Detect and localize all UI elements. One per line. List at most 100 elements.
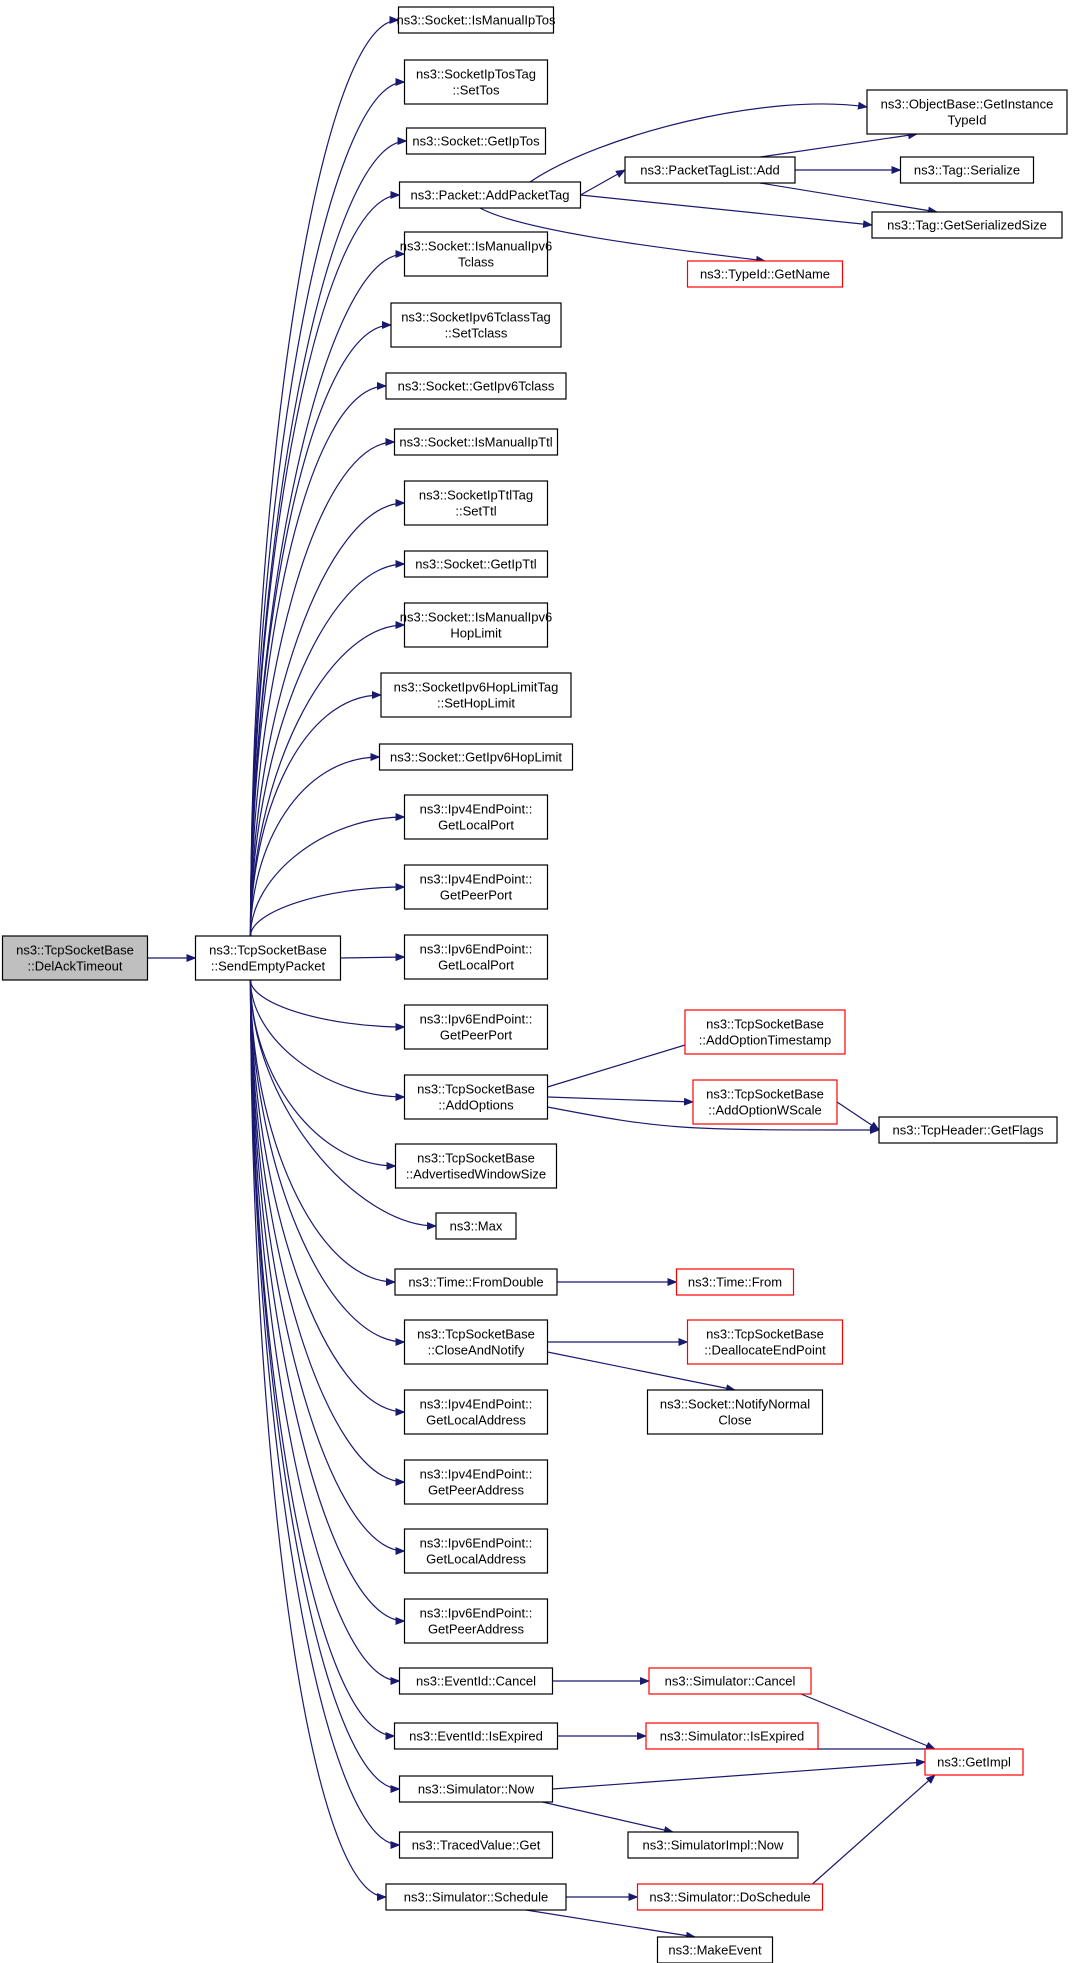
edge-ptladd-to-taggss bbox=[759, 182, 938, 215]
node-label: ::AddOptions bbox=[438, 1098, 514, 1113]
node-addws[interactable]: ns3::TcpSocketBase::AddOptionWScale bbox=[692, 1079, 838, 1125]
edge-sep-to-ip6pa bbox=[249, 979, 406, 1625]
node-label: ns3::SocketIpv6HopLimitTag bbox=[394, 680, 559, 695]
node-box bbox=[398, 181, 582, 209]
node-settc[interactable]: ns3::SocketIpv6TclassTag::SetTclass bbox=[390, 302, 562, 348]
node-addts[interactable]: ns3::TcpSocketBase::AddOptionTimestamp bbox=[684, 1009, 846, 1055]
node-ip6pa[interactable]: ns3::Ipv6EndPoint::GetPeerAddress bbox=[403, 1598, 549, 1644]
node-sethl[interactable]: ns3::SocketIpv6HopLimitTag::SetHopLimit bbox=[380, 672, 572, 718]
node-label: ns3::Socket::IsManualIpv6 bbox=[400, 610, 552, 625]
node-label: ns3::Tag::Serialize bbox=[914, 163, 1020, 178]
node-box bbox=[1, 935, 149, 981]
node-label: Close bbox=[718, 1413, 751, 1428]
node-ismip[interactable]: ns3::Socket::IsManualIpTos bbox=[397, 6, 556, 34]
node-box bbox=[403, 1389, 549, 1435]
node-label: ns3::TcpSocketBase bbox=[706, 1017, 824, 1032]
node-makeevent[interactable]: ns3::MakeEvent bbox=[656, 1936, 774, 1963]
node-settos[interactable]: ns3::SocketIpTosTag::SetTos bbox=[403, 59, 549, 105]
edge-sep-to-ismip bbox=[249, 16, 400, 937]
edge-sep-to-ip4pa bbox=[249, 979, 406, 1486]
edge-addpt-to-ptladd bbox=[580, 169, 626, 196]
node-tvget[interactable]: ns3::TracedValue::Get bbox=[398, 1831, 554, 1859]
node-label: ns3::Ipv4EndPoint:: bbox=[420, 1467, 533, 1482]
node-fromdbl[interactable]: ns3::Time::FromDouble bbox=[394, 1268, 558, 1296]
node-tidname[interactable]: ns3::TypeId::GetName bbox=[686, 260, 844, 288]
node-advwin[interactable]: ns3::TcpSocketBase::AdvertisedWindowSize bbox=[394, 1143, 558, 1189]
edge-sep-to-ip6pp bbox=[249, 979, 406, 1031]
edge-sep-to-simnow bbox=[249, 979, 401, 1793]
edge-ptladd-to-objgit bbox=[759, 131, 918, 158]
node-label: ns3::TypeId::GetName bbox=[700, 267, 830, 282]
edge-sep-to-get6tc bbox=[249, 382, 387, 937]
node-box bbox=[871, 211, 1063, 239]
node-box bbox=[405, 127, 547, 155]
node-box bbox=[403, 1319, 549, 1365]
node-ismttl[interactable]: ns3::Socket::IsManualIpTtl bbox=[393, 428, 559, 456]
node-tcpflags[interactable]: ns3::TcpHeader::GetFlags bbox=[878, 1116, 1058, 1144]
node-evcancel[interactable]: ns3::EventId::Cancel bbox=[398, 1667, 554, 1695]
node-dealloc[interactable]: ns3::TcpSocketBase::DeallocateEndPoint bbox=[686, 1319, 844, 1365]
node-get6tc[interactable]: ns3::Socket::GetIpv6Tclass bbox=[385, 372, 567, 400]
node-root[interactable]: ns3::TcpSocketBase::DelAckTimeout bbox=[1, 935, 149, 981]
node-ip6pp[interactable]: ns3::Ipv6EndPoint::GetPeerPort bbox=[403, 1004, 549, 1050]
node-label: GetPeerPort bbox=[440, 888, 513, 903]
node-tagser[interactable]: ns3::Tag::Serialize bbox=[899, 156, 1035, 184]
node-ip6la[interactable]: ns3::Ipv6EndPoint::GetLocalAddress bbox=[403, 1528, 549, 1574]
node-getimpl[interactable]: ns3::GetImpl bbox=[924, 1748, 1024, 1776]
edge-closen-to-notifyclose bbox=[547, 1351, 736, 1393]
node-label: ::AdvertisedWindowSize bbox=[406, 1167, 546, 1182]
node-get6hl[interactable]: ns3::Socket::GetIpv6HopLimit bbox=[378, 743, 574, 771]
node-dosched[interactable]: ns3::Simulator::DoSchedule bbox=[636, 1883, 824, 1911]
node-ip6lp[interactable]: ns3::Ipv6EndPoint::GetLocalPort bbox=[403, 934, 549, 980]
node-addopt[interactable]: ns3::TcpSocketBase::AddOptions bbox=[403, 1074, 549, 1120]
node-label: ::SetTos bbox=[453, 83, 500, 98]
node-taggss[interactable]: ns3::Tag::GetSerializedSize bbox=[871, 211, 1063, 239]
node-evexp[interactable]: ns3::EventId::IsExpired bbox=[393, 1722, 559, 1750]
node-label: ns3::Socket::NotifyNormal bbox=[660, 1397, 810, 1412]
node-simimplnow[interactable]: ns3::SimulatorImpl::Now bbox=[627, 1831, 799, 1859]
edge-addopt-to-addts bbox=[547, 1040, 696, 1088]
node-simisexp[interactable]: ns3::Simulator::IsExpired bbox=[645, 1722, 819, 1750]
node-label: ns3::Tag::GetSerializedSize bbox=[887, 218, 1047, 233]
node-simsched[interactable]: ns3::Simulator::Schedule bbox=[385, 1883, 567, 1911]
node-simcancel[interactable]: ns3::Simulator::Cancel bbox=[648, 1667, 812, 1695]
node-ip4lp[interactable]: ns3::Ipv4EndPoint::GetLocalPort bbox=[403, 794, 549, 840]
node-label: ns3::Packet::AddPacketTag bbox=[411, 188, 570, 203]
node-closen[interactable]: ns3::TcpSocketBase::CloseAndNotify bbox=[403, 1319, 549, 1365]
node-label: ns3::Socket::GetIpv6Tclass bbox=[398, 379, 555, 394]
node-box bbox=[924, 1748, 1024, 1776]
node-box bbox=[393, 428, 559, 456]
node-getiptos[interactable]: ns3::Socket::GetIpTos bbox=[405, 127, 547, 155]
node-timefrom[interactable]: ns3::Time::From bbox=[675, 1268, 795, 1296]
node-label: ns3::PacketTagList::Add bbox=[640, 163, 779, 178]
node-label: ::SetHopLimit bbox=[437, 696, 515, 711]
node-label: ns3::Socket::GetIpTtl bbox=[415, 557, 536, 572]
node-box bbox=[636, 1883, 824, 1911]
node-box bbox=[397, 6, 555, 34]
node-label: ns3::TcpSocketBase bbox=[706, 1087, 824, 1102]
node-setttl[interactable]: ns3::SocketIpTtlTag::SetTtl bbox=[403, 480, 549, 526]
node-label: ns3::Ipv4EndPoint:: bbox=[420, 802, 533, 817]
node-ptladd[interactable]: ns3::PacketTagList::Add bbox=[624, 156, 796, 184]
edge-addpt-to-objgit bbox=[529, 101, 868, 183]
node-sep[interactable]: ns3::TcpSocketBase::SendEmptyPacket bbox=[194, 935, 342, 981]
node-ip4la[interactable]: ns3::Ipv4EndPoint::GetLocalAddress bbox=[403, 1389, 549, 1435]
node-max[interactable]: ns3::Max bbox=[435, 1212, 517, 1240]
node-box bbox=[394, 1143, 558, 1189]
node-simnow[interactable]: ns3::Simulator::Now bbox=[398, 1775, 554, 1803]
node-addpt[interactable]: ns3::Packet::AddPacketTag bbox=[398, 181, 582, 209]
node-box bbox=[403, 1459, 549, 1505]
edge-sep-to-simsched bbox=[249, 979, 387, 1901]
node-label: ns3::TcpSocketBase bbox=[706, 1327, 824, 1342]
node-label: ns3::Socket::GetIpv6HopLimit bbox=[390, 750, 562, 765]
node-ip4pp[interactable]: ns3::Ipv4EndPoint::GetPeerPort bbox=[403, 864, 549, 910]
node-ip4pa[interactable]: ns3::Ipv4EndPoint::GetPeerAddress bbox=[403, 1459, 549, 1505]
node-box bbox=[403, 550, 549, 578]
node-box bbox=[403, 1598, 549, 1644]
node-box bbox=[624, 156, 796, 184]
node-getttl[interactable]: ns3::Socket::GetIpTtl bbox=[403, 550, 549, 578]
